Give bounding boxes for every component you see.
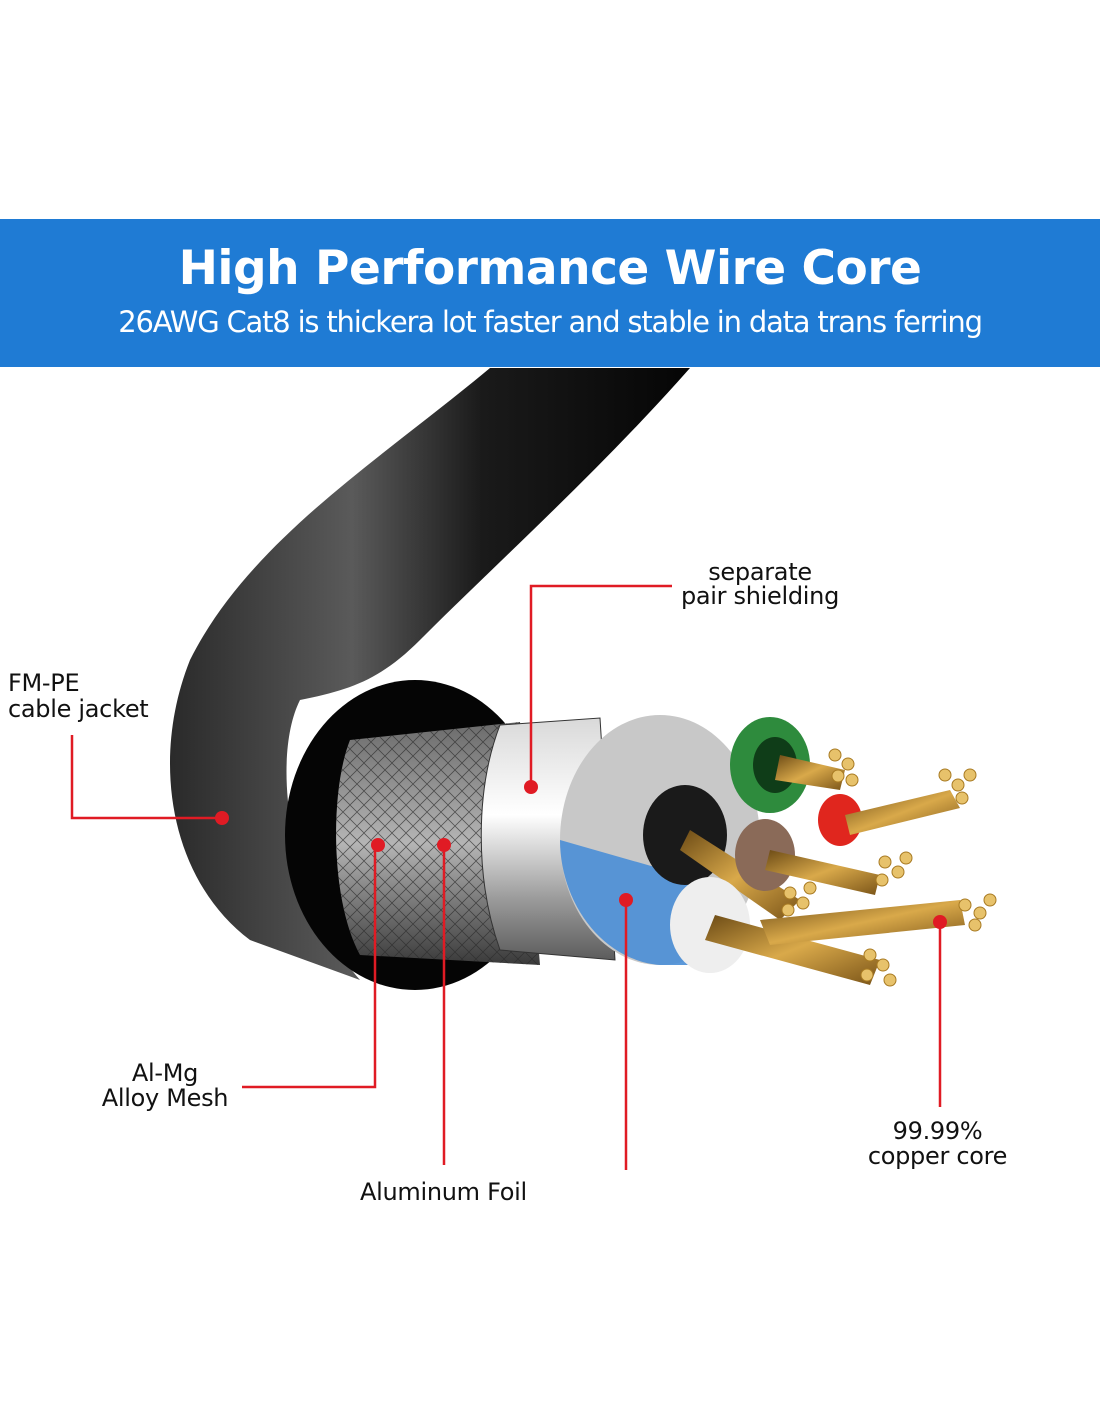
- wire-pair-blue-copper: [760, 900, 965, 945]
- wire-pair-white: [670, 877, 880, 985]
- label-cable-jacket-line1: FM-PE: [8, 669, 80, 697]
- label-copper-core: 99.99% copper core: [850, 1119, 1025, 1169]
- dot-copper: [933, 915, 947, 929]
- dot-mesh: [371, 838, 385, 852]
- leader-mesh: [242, 845, 377, 1089]
- label-aluminum-foil: Aluminum Foil: [360, 1179, 527, 1205]
- label-pair-shielding-line1: separate: [708, 558, 812, 586]
- dot-pair-shielding: [524, 780, 538, 794]
- wire-pair-green: [730, 717, 845, 813]
- header-banner: High Performance Wire Core 26AWG Cat8 is…: [0, 219, 1100, 367]
- copper-strand-ends: [781, 748, 997, 987]
- banner-subtitle: 26AWG Cat8 is thickera lot faster and st…: [118, 305, 983, 339]
- leader-jacket: [70, 735, 222, 820]
- label-cable-jacket-line2: cable jacket: [8, 695, 149, 723]
- label-alloy-mesh-line1: Al-Mg: [131, 1059, 199, 1087]
- label-alloy-mesh: Al-Mg Alloy Mesh: [85, 1061, 245, 1111]
- wire-pair-brown: [735, 819, 880, 895]
- label-copper-core-line2: copper core: [867, 1142, 1008, 1170]
- dot-inner: [619, 893, 633, 907]
- wire-pair-red: [818, 790, 960, 846]
- dot-foil: [437, 838, 451, 852]
- cable-jacket-body: [170, 368, 690, 980]
- leader-pair-shielding: [529, 584, 672, 787]
- label-pair-shielding: separate pair shielding: [660, 560, 860, 608]
- label-cable-jacket: FM-PE cable jacket: [8, 669, 149, 723]
- label-alloy-mesh-line2: Alloy Mesh: [101, 1084, 229, 1112]
- wire-pair-black: [643, 785, 800, 920]
- dot-jacket: [215, 811, 229, 825]
- banner-title: High Performance Wire Core: [178, 241, 922, 296]
- label-copper-core-line1: 99.99%: [892, 1117, 983, 1145]
- label-pair-shielding-line2: pair shielding: [680, 582, 840, 610]
- label-aluminum-foil-line1: Aluminum Foil: [360, 1178, 527, 1206]
